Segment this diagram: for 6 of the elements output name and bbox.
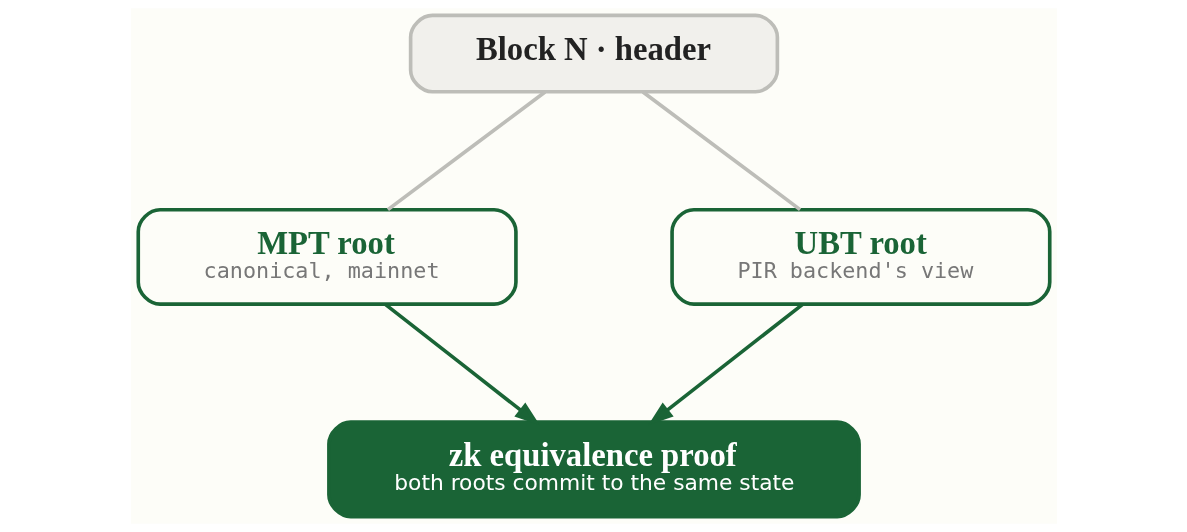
node-box: zk equivalence proof both roots commit to the same state	[326, 420, 861, 519]
node-box: MPT root canonical, mainnet	[135, 207, 518, 306]
node-box: Block N · header	[408, 13, 779, 94]
connector	[386, 90, 546, 212]
connector	[641, 90, 801, 212]
node-box: UBT root PIR backend's view	[669, 207, 1052, 306]
